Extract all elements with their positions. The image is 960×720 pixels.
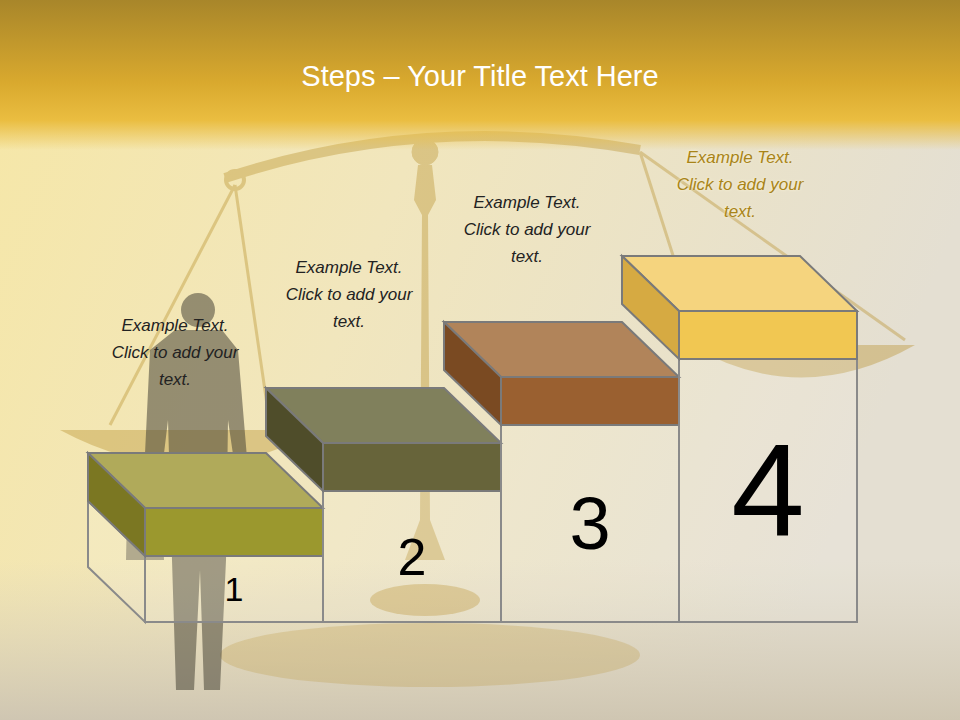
- step-number: 1: [145, 556, 323, 622]
- left-chain: [110, 185, 270, 425]
- step-number: 2: [323, 491, 501, 622]
- step-body: [501, 425, 679, 622]
- step-shape: [266, 388, 501, 622]
- step-side-face: [88, 453, 145, 556]
- step-box: Example Text. Click to add your text.2: [266, 388, 501, 622]
- step-side-face: [444, 322, 501, 425]
- step-body: [145, 556, 323, 622]
- step-side-face: [266, 388, 323, 491]
- step-box: Example Text. Click to add your text.4: [622, 256, 857, 622]
- step-shape: [444, 322, 679, 622]
- scale-base: [220, 623, 640, 687]
- step-text: Example Text. Click to add your text.: [110, 312, 240, 393]
- step-text: Example Text. Click to add your text.: [462, 189, 592, 270]
- step-shape: [88, 453, 323, 622]
- step-body: [679, 359, 857, 622]
- step-number: 4: [679, 359, 857, 622]
- step-box: Example Text. Click to add your text.3: [444, 322, 679, 622]
- step-front-face: [679, 311, 857, 359]
- beam-hook: [226, 171, 244, 189]
- step-side-face: [622, 256, 679, 359]
- step-box: Example Text. Click to add your text.1: [88, 453, 323, 622]
- step-front-face: [501, 377, 679, 425]
- step-number: 3: [501, 425, 679, 622]
- step-text: Example Text. Click to add your text.: [675, 144, 805, 225]
- step-body: [323, 491, 501, 622]
- header-band: [0, 0, 960, 150]
- slide-title: Steps – Your Title Text Here: [0, 56, 960, 96]
- step-front-face: [145, 508, 323, 556]
- step-front-face: [323, 443, 501, 491]
- step-text: Example Text. Click to add your text.: [284, 254, 414, 335]
